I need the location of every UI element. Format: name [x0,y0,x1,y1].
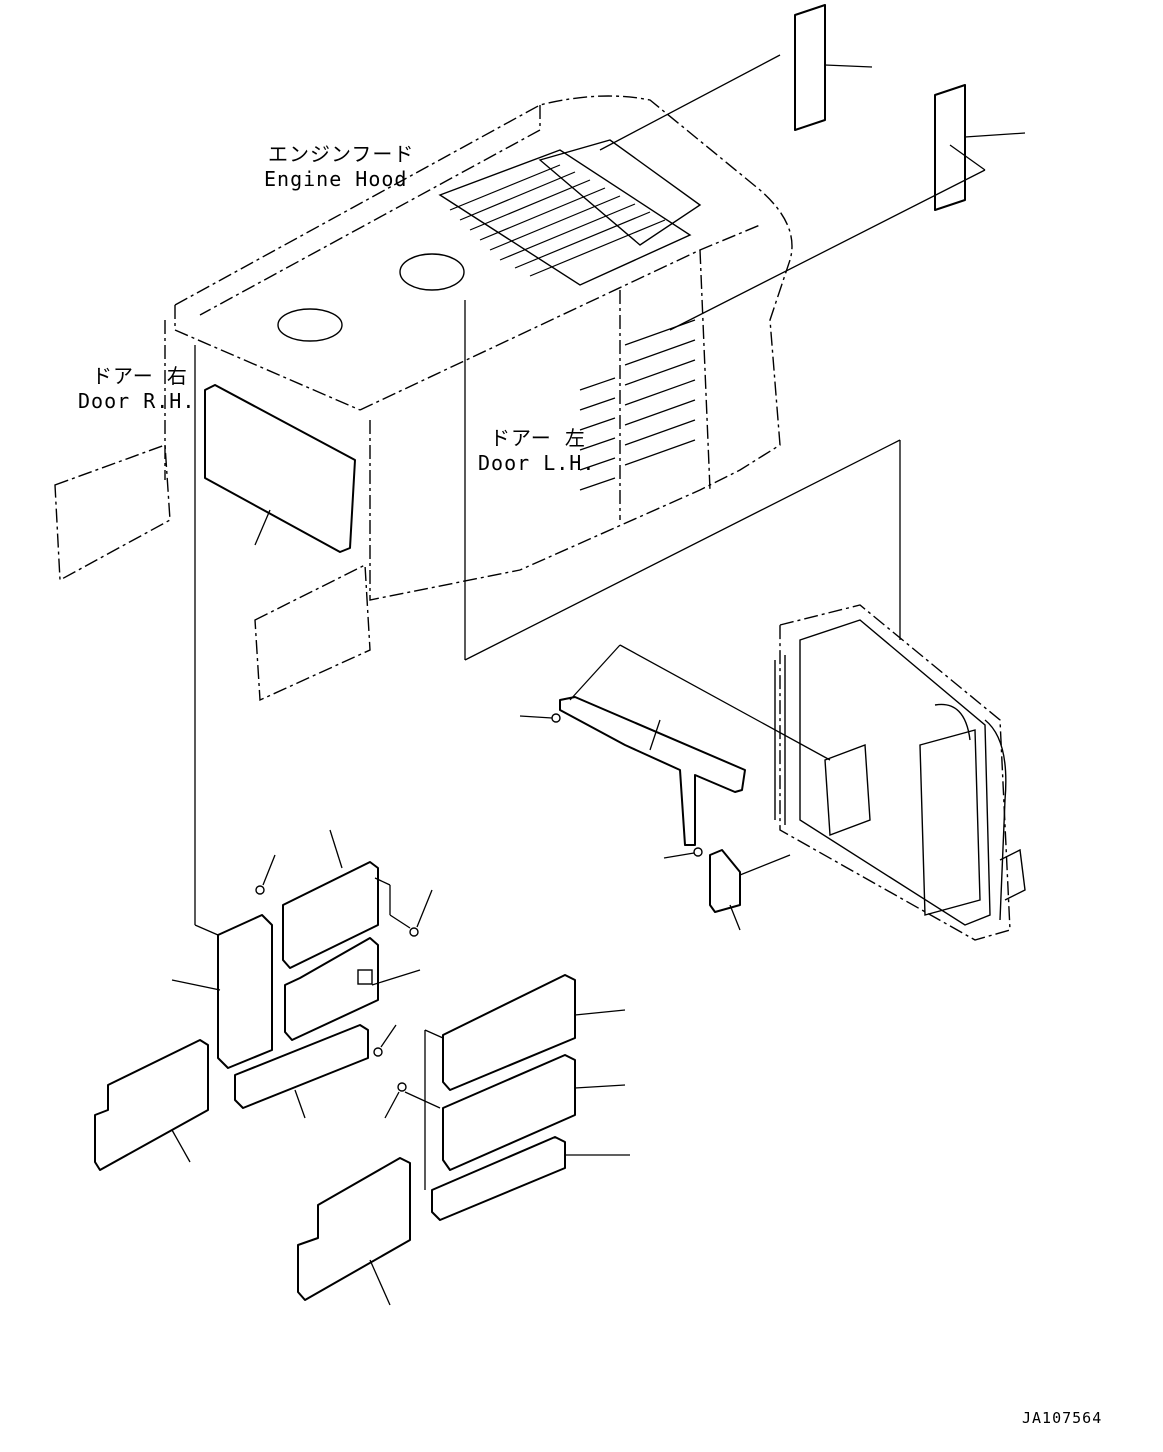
left-pad-group [94,829,433,1171]
door-lh-label-jp: ドアー 左 [490,426,586,450]
right-pad-group [297,974,630,1306]
door-rh-outline [54,444,171,582]
angled-top-pad [559,696,746,846]
hood-side-grille [579,319,696,491]
engine-hood-outline [164,95,793,601]
engine-hood-label-en: Engine Hood [264,167,408,191]
radiator-assembly [774,604,1026,941]
engine-hood-label-jp: エンジンフード [268,142,415,166]
door-rh-label-en: Door R.H. [78,389,196,413]
door-rh-label-jp: ドアー 右 [92,364,188,388]
top-pad-strips [599,4,1026,331]
door-lh-label-en: Door L.H. [478,451,596,475]
door-lh-lower-panel [254,563,371,702]
large-rear-pad [204,384,356,553]
small-block-pad [709,849,741,913]
drawing-number: JA107564 [1022,1409,1103,1427]
hood-top-grille [449,164,666,277]
